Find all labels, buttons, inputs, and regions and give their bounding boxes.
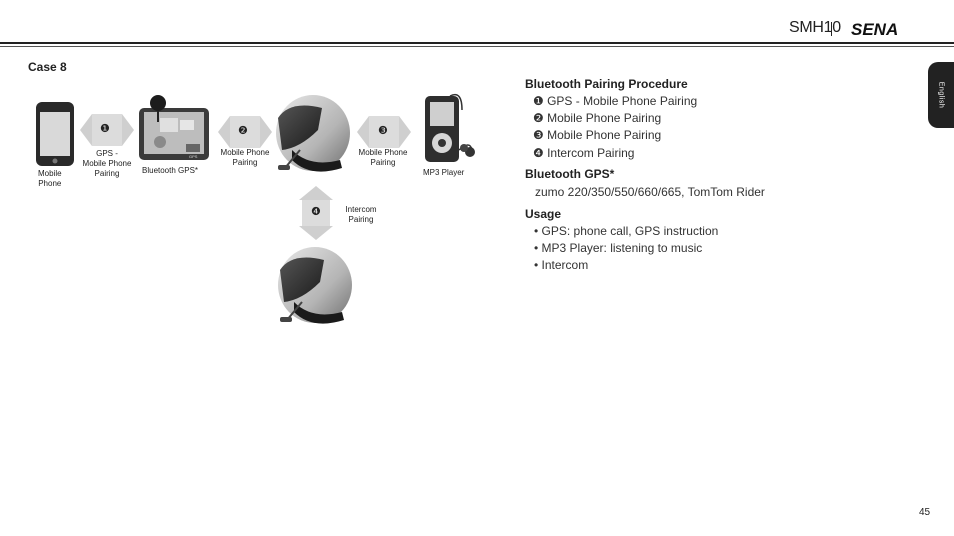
procedure-item-2: ❷ Mobile Phone Pairing xyxy=(533,111,662,125)
link-4-number: ❹ xyxy=(311,206,321,218)
usage-heading: Usage xyxy=(525,207,562,221)
procedure-heading: Bluetooth Pairing Procedure xyxy=(525,77,688,91)
procedure-item-4: ❹ Intercom Pairing xyxy=(533,146,635,160)
usage-item-1: • GPS: phone call, GPS instruction xyxy=(534,224,719,238)
link-arrow-1 xyxy=(80,114,134,146)
link-arrow-4 xyxy=(299,186,333,240)
phone-label: Mobile Phone xyxy=(38,169,62,188)
case-title: Case 8 xyxy=(28,60,67,74)
mp3-label: MP3 Player xyxy=(423,168,465,177)
mp3-player-icon xyxy=(425,93,475,162)
header-rule-thin xyxy=(0,46,954,47)
gps-models: zumo 220/350/550/660/665, TomTom Rider xyxy=(535,185,765,199)
link-1-number: ❶ xyxy=(100,123,110,135)
link-arrow-3 xyxy=(357,116,411,148)
gps-heading: Bluetooth GPS* xyxy=(525,167,615,181)
helmet-icon-top xyxy=(276,95,350,172)
header-separator xyxy=(831,22,832,36)
language-tab: English xyxy=(928,62,954,128)
header-title: SMH10 xyxy=(789,19,841,36)
gps-label: Bluetooth GPS* xyxy=(142,166,199,175)
usage-item-2: • MP3 Player: listening to music xyxy=(534,241,703,255)
header-rule-thick xyxy=(0,42,954,44)
usage-item-3: • Intercom xyxy=(534,258,589,272)
link-3-number: ❸ xyxy=(378,125,388,137)
procedure-item-3: ❸ Mobile Phone Pairing xyxy=(533,128,662,142)
link-3-label: Mobile Phone Pairing xyxy=(358,148,408,167)
link-1-label: GPS - Mobile Phone Pairing xyxy=(82,149,132,178)
procedure-item-1: ❶ GPS - Mobile Phone Pairing xyxy=(533,94,698,108)
page-number: 45 xyxy=(919,507,931,518)
link-arrow-2 xyxy=(218,116,272,148)
link-2-number: ❷ xyxy=(238,125,248,137)
sena-logo-text: SENA xyxy=(851,22,898,36)
gps-device-icon: GPS xyxy=(139,95,209,160)
mobile-phone-icon xyxy=(36,102,74,166)
link-2-label: Mobile Phone Pairing xyxy=(220,148,270,167)
gps-screen-label: GPS xyxy=(189,154,198,159)
sena-logo: SENA xyxy=(851,22,898,36)
link-4-label: Intercom Pairing xyxy=(345,205,377,224)
helmet-icon-bottom xyxy=(278,247,352,324)
